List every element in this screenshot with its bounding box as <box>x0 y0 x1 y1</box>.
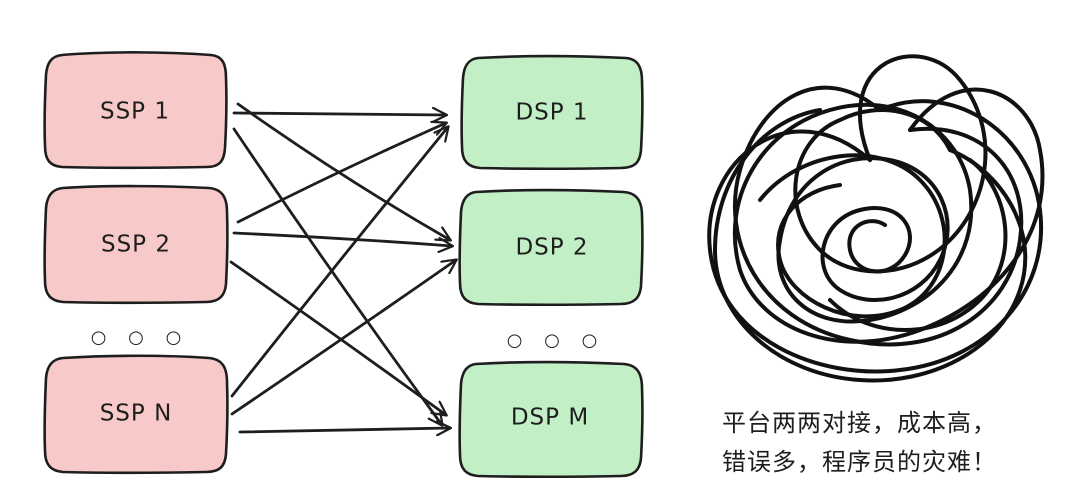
ssp-node-2-label: SSP 2 <box>101 232 171 258</box>
dsp-ellipsis: ○ ○ ○ <box>507 330 606 351</box>
ssp-node-1-label: SSP 1 <box>100 99 170 125</box>
caption-line-2: 错误多，程序员的灾难！ <box>722 448 997 476</box>
ssp-node-n: SSP N <box>43 354 229 475</box>
arrow-sspn-dsp2 <box>230 260 456 416</box>
dsp-node-1-box <box>460 54 644 171</box>
caption-line-1: 平台两两对接，成本高， <box>722 409 997 437</box>
arrow-ssp1-dsp2 <box>236 102 450 240</box>
arrow-sspn-dspm <box>238 428 450 432</box>
ssp-node-1-box <box>43 51 228 170</box>
ssp-node-n-label: SSP N <box>100 401 173 427</box>
arrow-ssp2-dsp2 <box>232 231 452 246</box>
arrow-ssp2-dspm <box>229 260 446 415</box>
arrow-ssp1-dsp1 <box>232 113 446 115</box>
connection-arrows <box>229 102 456 432</box>
tangled-scribble-icon <box>707 54 1045 383</box>
dsp-node-2: DSP 2 <box>458 188 644 307</box>
dsp-node-m-label: DSP M <box>511 405 589 431</box>
dsp-node-2-box <box>458 188 644 307</box>
ssp-node-2-box <box>43 184 229 305</box>
dsp-node-m-box <box>458 360 644 479</box>
arrow-sspn-dsp1 <box>230 127 448 398</box>
dsp-node-1-label: DSP 1 <box>515 100 588 126</box>
ssp-ellipsis: ○ ○ ○ <box>91 327 190 348</box>
ssp-node-1: SSP 1 <box>43 51 228 170</box>
dsp-node-m: DSP M <box>458 360 644 479</box>
ssp-node-n-box <box>43 354 229 475</box>
arrow-ssp1-dspm <box>232 127 442 425</box>
ssp-node-2: SSP 2 <box>43 184 229 305</box>
arrow-ssp2-dsp1 <box>236 123 446 224</box>
dsp-node-1: DSP 1 <box>460 54 644 171</box>
dsp-node-2-label: DSP 2 <box>515 235 588 261</box>
